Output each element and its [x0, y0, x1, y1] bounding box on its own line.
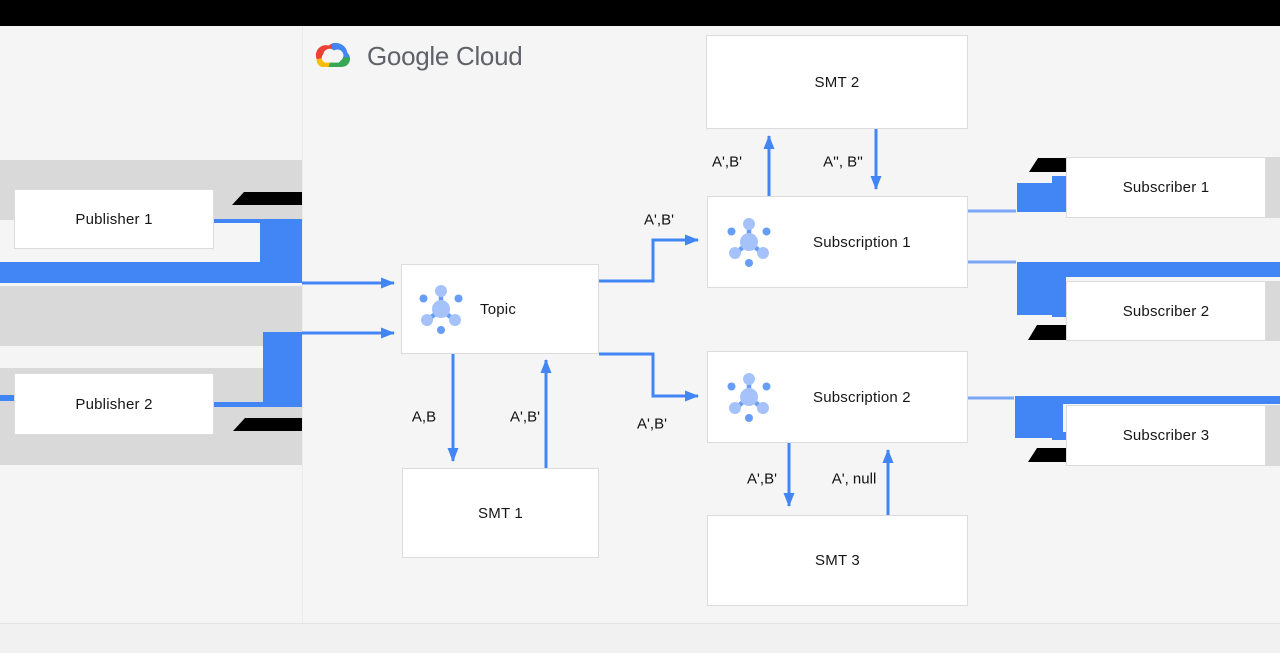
subscriber3-arrow-blob — [1015, 396, 1063, 438]
node-subscriber-3: Subscriber 3 — [1066, 405, 1266, 466]
node-smt-1: SMT 1 — [402, 468, 599, 558]
black-bar — [1028, 325, 1066, 340]
panel-divider — [302, 26, 303, 623]
subscriber2-arrow-blob — [1017, 262, 1280, 277]
node-publisher-1: Publisher 1 — [14, 189, 214, 249]
google-cloud-icon — [315, 42, 351, 68]
node-label: SMT 2 — [814, 73, 860, 91]
subscriber3-arrow-blob — [1015, 396, 1280, 404]
footer-strip — [0, 623, 1280, 653]
publisher1-arrow-blob — [214, 219, 262, 223]
node-label: Publisher 2 — [75, 395, 153, 413]
node-label: Topic — [480, 300, 517, 318]
node-publisher-2: Publisher 2 — [14, 373, 214, 435]
subscriber1-arrow-blob — [1017, 183, 1066, 212]
left-gray-stripe-2 — [0, 286, 302, 346]
node-topic: Topic — [401, 264, 599, 354]
subscriber2-arrow-blob — [1017, 262, 1066, 315]
top-black-bar — [0, 0, 1280, 26]
google-cloud-wordmark: Google Cloud — [367, 40, 523, 71]
node-subscriber-1: Subscriber 1 — [1066, 157, 1266, 218]
node-label: Subscriber 2 — [1122, 302, 1210, 320]
pubsub-icon — [727, 218, 771, 267]
node-label: SMT 3 — [815, 552, 860, 569]
node-smt-3: SMT 3 — [707, 515, 968, 606]
publisher2-arrow-blob — [214, 402, 264, 407]
subscriber2-arrow-blob — [1052, 311, 1066, 317]
edge-label-subscription1-smt2: A',B' — [712, 153, 742, 171]
edge-label-topic-subscription2: A',B' — [637, 415, 667, 433]
google-cloud-logo: Google Cloud — [310, 38, 523, 74]
node-label: Publisher 1 — [75, 210, 153, 228]
publisher2-arrow-blob — [263, 332, 302, 407]
publisher1-arrow-blob — [260, 219, 302, 283]
black-bar — [1029, 158, 1066, 172]
node-smt-2: SMT 2 — [706, 35, 968, 129]
edge-label-smt2-subscription1: A'', B'' — [823, 153, 863, 171]
pubsub-icon — [419, 285, 463, 334]
node-subscription-2: Subscription 2 — [707, 351, 968, 443]
edge-label-topic-smt1: A,B — [411, 408, 437, 426]
node-label: Subscription 2 — [813, 388, 911, 406]
subscriber1-arrow-blob — [1052, 176, 1066, 184]
node-subscription-1: Subscription 1 — [707, 196, 968, 288]
edge-label-subscription2-smt3: A',B' — [747, 470, 777, 488]
node-label: Subscriber 1 — [1122, 179, 1210, 196]
node-label: SMT 1 — [478, 504, 523, 522]
pubsub-icon — [727, 373, 771, 422]
edge-label-smt1-topic: A',B' — [510, 408, 540, 426]
black-bar — [232, 192, 302, 205]
node-label: Subscription 1 — [813, 233, 911, 251]
black-bar — [233, 418, 302, 431]
black-bar — [1028, 448, 1066, 462]
node-label: Subscriber 3 — [1122, 427, 1210, 444]
publisher2-arrow-blob — [0, 395, 14, 401]
publisher1-arrow-blob — [0, 262, 261, 283]
edge-label-smt3-subscription2: A', null — [831, 470, 877, 488]
edge-label-topic-subscription1: A',B' — [644, 211, 674, 229]
node-subscriber-2: Subscriber 2 — [1066, 281, 1266, 341]
subscriber3-arrow-blob — [1052, 432, 1066, 440]
